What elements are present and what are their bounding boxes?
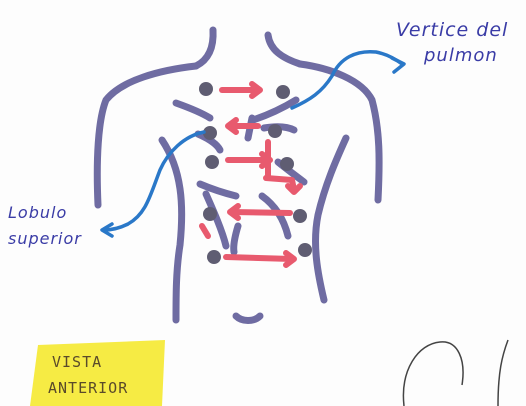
arrow-to-upper-lobe bbox=[104, 132, 204, 230]
point-right-2 bbox=[268, 124, 282, 138]
point-right-1 bbox=[276, 85, 290, 99]
annotation-upper-lobe-line1: Lobulo bbox=[8, 203, 67, 222]
curve-sketch bbox=[498, 340, 508, 406]
point-right-4 bbox=[293, 209, 307, 223]
neck-left-line bbox=[196, 30, 213, 66]
right-pectoral-line bbox=[253, 100, 296, 120]
right-shoulder-arm bbox=[300, 64, 379, 200]
neck-right-line bbox=[268, 35, 300, 64]
torso-outline bbox=[97, 30, 379, 321]
point-right-3 bbox=[280, 157, 294, 171]
arrow-5b-down bbox=[202, 226, 208, 236]
navel bbox=[236, 316, 260, 321]
annotation-upper-lobe-line2: superior bbox=[8, 229, 82, 248]
point-left-5 bbox=[207, 250, 221, 264]
right-flank bbox=[316, 138, 346, 300]
arrow-5-left bbox=[232, 212, 290, 213]
right-costal-margin bbox=[262, 196, 288, 236]
point-right-5 bbox=[298, 243, 312, 257]
abdominal-line bbox=[234, 226, 238, 252]
arrow-6-right bbox=[226, 257, 292, 259]
point-left-1 bbox=[199, 82, 213, 96]
circle-sketch bbox=[403, 342, 463, 406]
annotation-lung-apex-line2: pulmon bbox=[423, 45, 498, 66]
view-label-line2: ANTERIOR bbox=[48, 379, 128, 397]
view-label-line1: VISTA bbox=[52, 353, 102, 371]
annotation-lung-apex-line1: Vertice del bbox=[396, 19, 508, 41]
left-flank bbox=[162, 140, 182, 320]
left-pectoral-line bbox=[176, 103, 210, 118]
point-left-3 bbox=[205, 155, 219, 169]
point-left-4 bbox=[203, 207, 217, 221]
